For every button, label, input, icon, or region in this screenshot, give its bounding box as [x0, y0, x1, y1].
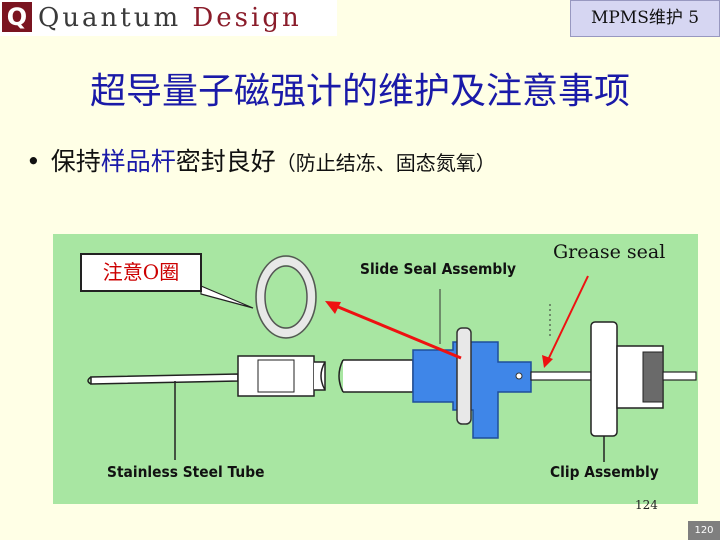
- slide-tag: MPMS维护 5: [570, 0, 720, 37]
- o-ring-callout: 注意O圈: [80, 253, 202, 292]
- o-ring-outline: [255, 255, 317, 339]
- diagram-drawing: [87, 255, 697, 462]
- tube-right-segment: [343, 359, 414, 393]
- logo-q-icon: Q: [2, 2, 32, 32]
- logo-text: Quantum Design: [38, 1, 302, 35]
- grease-seal-arrow: [546, 275, 589, 363]
- tube-coupler-inner: [257, 359, 295, 393]
- bullet-text-2: 密封良好: [175, 147, 276, 176]
- slide-title: 超导量子磁强计的维护及注意事项: [89, 71, 630, 112]
- tube-break-left: [87, 376, 92, 385]
- label-grease-seal: Grease seal: [553, 241, 666, 263]
- slide-seal-body: [412, 341, 532, 439]
- o-ring-shape: [257, 257, 315, 337]
- clip-flange: [590, 321, 618, 437]
- grease-seal-arrowhead: [542, 355, 553, 368]
- clip-end-rod: [662, 371, 697, 381]
- o-ring-inner-outline: [264, 265, 308, 329]
- tube-break-right: [338, 359, 344, 393]
- callout-pointer: [200, 285, 254, 309]
- bullet-highlight: 样品杆: [100, 147, 176, 176]
- page-number: 120: [688, 521, 720, 540]
- bullet-note: （防止结冻、固态氮氧）: [275, 151, 496, 175]
- bullet-point: • 保持样品杆密封良好（防止结冻、固态氮氧）: [26, 142, 496, 178]
- bullet-text-1: 保持: [50, 147, 101, 176]
- red-arrowhead-oring: [325, 301, 341, 314]
- logo-word-quantum: Quantum: [38, 3, 182, 33]
- rod-right: [530, 371, 592, 381]
- bullet-dot-icon: •: [26, 147, 41, 176]
- logo: Q Quantum Design: [0, 0, 337, 36]
- label-clip-assembly: Clip Assembly: [550, 463, 659, 481]
- seal-screw: [515, 372, 523, 380]
- seal-disc: [456, 327, 472, 425]
- clip-knurl: [642, 351, 664, 403]
- red-arrow-to-oring: [330, 302, 462, 360]
- logo-word-design: Design: [192, 3, 302, 33]
- tube-break-mid: [320, 361, 326, 391]
- label-slide-seal-assembly: Slide Seal Assembly: [360, 260, 517, 278]
- figure-number: 124: [635, 498, 658, 512]
- sample-rod-diagram: Grease seal Slide Seal Assembly Stainles…: [53, 234, 698, 504]
- label-stainless-steel-tube: Stainless Steel Tube: [107, 463, 265, 481]
- tube-left-segment: [90, 373, 239, 385]
